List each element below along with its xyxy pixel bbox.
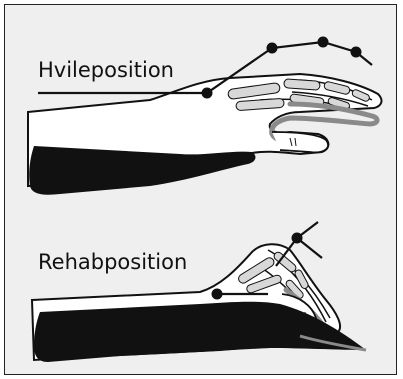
rehab-indicator-dot: [212, 289, 223, 300]
rest-position-label: Hvileposition: [38, 58, 174, 82]
rest-indicator-dot: [267, 43, 278, 54]
rest-indicator-dot: [202, 88, 213, 99]
rest-indicator-dot: [318, 37, 329, 48]
rehab-position-figure: [32, 222, 366, 362]
rest-splint: [29, 146, 255, 195]
rehab-position-label: Rehabposition: [38, 250, 187, 274]
rest-indicator-dot: [351, 47, 362, 58]
rehab-indicator-dot: [292, 233, 303, 244]
